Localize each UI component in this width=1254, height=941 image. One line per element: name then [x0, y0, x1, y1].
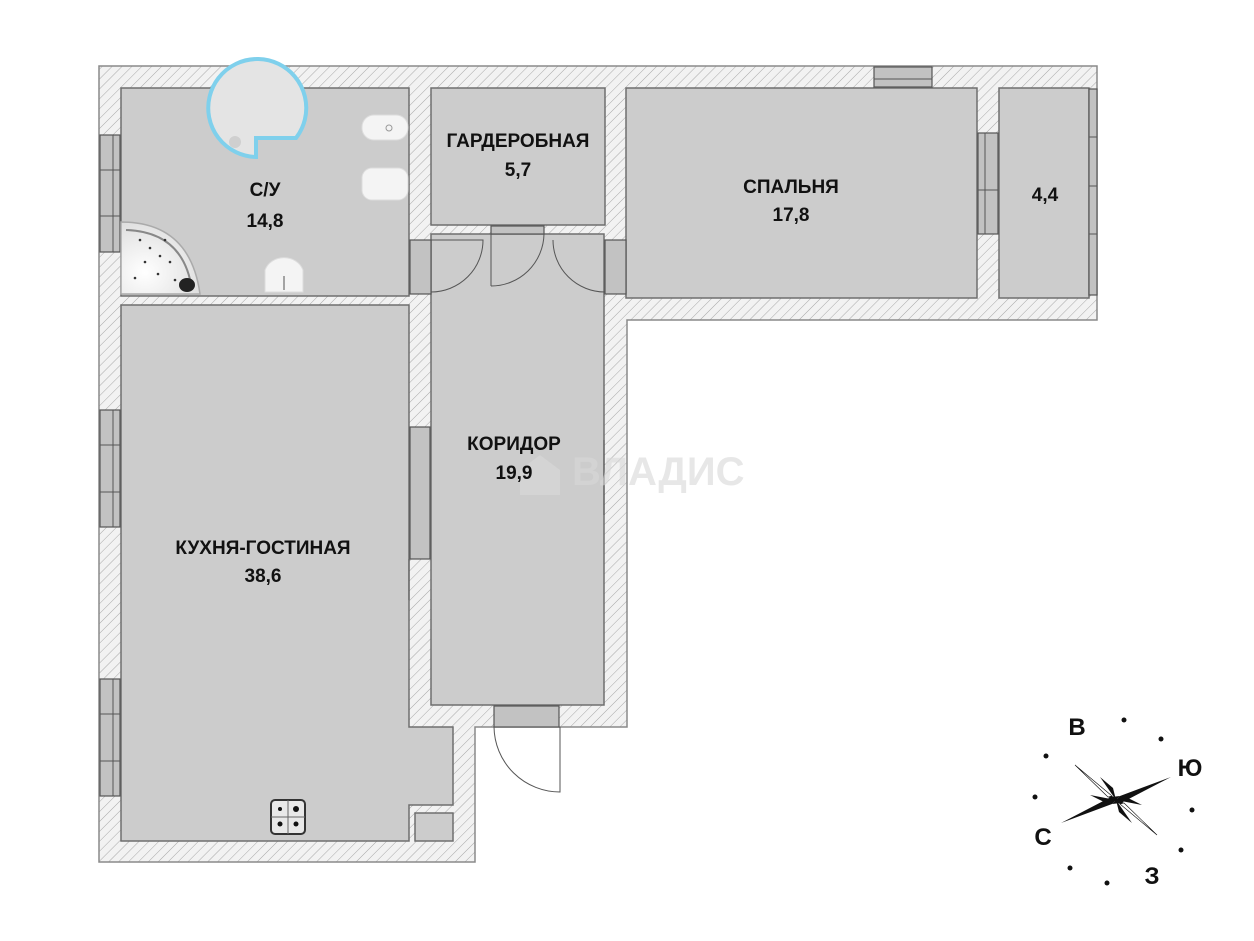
bidet-icon: [361, 114, 409, 141]
label-wardrobe-area: 5,7: [505, 160, 531, 181]
stove-icon: [270, 799, 306, 835]
compass-label-west: З: [1144, 863, 1159, 890]
room-labels: С/У 14,8 ГАРДЕРОБНАЯ 5,7 СПАЛЬНЯ 17,8 4,…: [175, 131, 1058, 587]
door-frame-entrance[interactable]: [493, 705, 560, 728]
window-bedroom-top: [873, 66, 933, 88]
door-leaf-wardrobe: [490, 233, 545, 287]
label-corridor-area: 19,9: [496, 463, 533, 484]
label-bathroom-area: 14,8: [247, 211, 284, 232]
rooms: [120, 87, 1090, 842]
door-leaf-bedroom: [552, 239, 606, 293]
label-corridor-name: КОРИДОР: [467, 434, 561, 455]
watermark: ВЛАДИС: [520, 450, 744, 495]
doors: [408, 225, 627, 793]
compass-label-south: Ю: [1178, 755, 1203, 782]
room-kitchen-living[interactable]: [120, 304, 454, 842]
room-wardrobe[interactable]: [430, 87, 606, 226]
label-kitchen-name: КУХНЯ-ГОСТИНАЯ: [175, 538, 350, 559]
svg-text:ВЛАДИС: ВЛАДИС: [572, 450, 744, 494]
shower-icon: [206, 57, 309, 160]
door-leaf-bathroom: [430, 239, 484, 293]
kitchen-niche: [414, 812, 454, 842]
compass-rose-icon: [1061, 764, 1171, 836]
door-leaf-entrance: [493, 726, 561, 793]
door-frame-wardrobe[interactable]: [490, 225, 545, 235]
label-wardrobe-name: ГАРДЕРОБНАЯ: [447, 131, 590, 152]
window-kitchen-left-2: [99, 678, 121, 797]
label-bedroom-name: СПАЛЬНЯ: [743, 177, 839, 198]
room-bedroom[interactable]: [625, 87, 978, 299]
compass-label-east: В: [1068, 714, 1085, 741]
compass: В Ю С З: [1032, 714, 1203, 890]
window-balcony-door: [977, 132, 999, 235]
window-bathroom-left: [99, 134, 121, 253]
label-kitchen-area: 38,6: [245, 566, 282, 587]
label-bedroom-area: 17,8: [773, 205, 810, 226]
label-balcony-area: 4,4: [1032, 185, 1059, 206]
windows: [99, 66, 1098, 797]
door-frame-bathroom[interactable]: [409, 239, 432, 295]
window-balcony-right: [1088, 88, 1098, 296]
window-kitchen-left-1: [99, 409, 121, 528]
label-bathroom-name: С/У: [250, 180, 281, 201]
compass-label-north: С: [1034, 824, 1051, 851]
door-frame-kitchen[interactable]: [409, 426, 431, 560]
room-balcony[interactable]: [998, 87, 1090, 299]
toilet-icon: [361, 167, 409, 201]
sink-icon: [264, 257, 304, 293]
door-frame-bedroom[interactable]: [604, 239, 627, 295]
room-corridor[interactable]: [430, 233, 605, 706]
bathroom-fixtures: [120, 57, 409, 295]
